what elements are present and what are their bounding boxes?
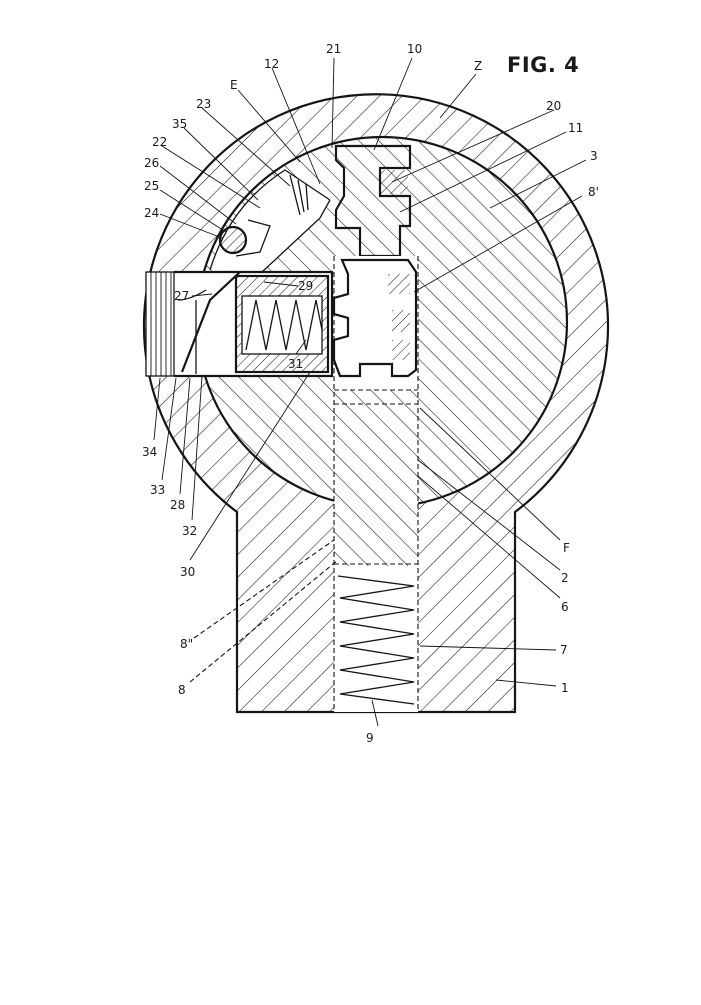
label-2: 2 [561, 571, 569, 585]
label-6: 6 [561, 600, 569, 614]
label-33: 33 [150, 483, 165, 497]
label-31: 31 [288, 357, 303, 371]
label-8doubleprime: 8" [180, 637, 193, 651]
column [332, 256, 419, 712]
label-9: 9 [366, 731, 374, 745]
label-12: 12 [264, 57, 279, 71]
label-11: 11 [568, 121, 583, 135]
leader-lines [153, 57, 587, 727]
label-1: 1 [561, 681, 569, 695]
label-34: 34 [142, 445, 157, 459]
label-10: 10 [407, 42, 422, 56]
reference-labels: FIG. 4 21 10 Z 12 E 23 35 22 26 25 24 20… [142, 42, 599, 745]
label-29: 29 [298, 279, 313, 293]
label-23: 23 [196, 97, 211, 111]
label-26: 26 [144, 156, 159, 170]
latch-pin [218, 219, 271, 257]
label-24: 24 [144, 206, 159, 220]
label-27: 27 [174, 289, 189, 303]
label-25: 25 [144, 179, 159, 193]
label-21: 21 [326, 42, 341, 56]
figure-title: FIG. 4 [507, 53, 579, 77]
label-8prime: 8' [588, 185, 599, 199]
slider-pocket [145, 270, 334, 378]
label-35: 35 [172, 117, 187, 131]
label-20: 20 [546, 99, 561, 113]
label-3: 3 [590, 149, 598, 163]
label-8: 8 [178, 683, 186, 697]
label-Z: Z [474, 59, 482, 73]
label-32: 32 [182, 524, 197, 538]
label-F: F [563, 541, 570, 555]
label-28: 28 [170, 498, 185, 512]
label-30: 30 [180, 565, 195, 579]
label-7: 7 [560, 643, 568, 657]
label-E: E [230, 78, 238, 92]
label-22: 22 [152, 135, 167, 149]
